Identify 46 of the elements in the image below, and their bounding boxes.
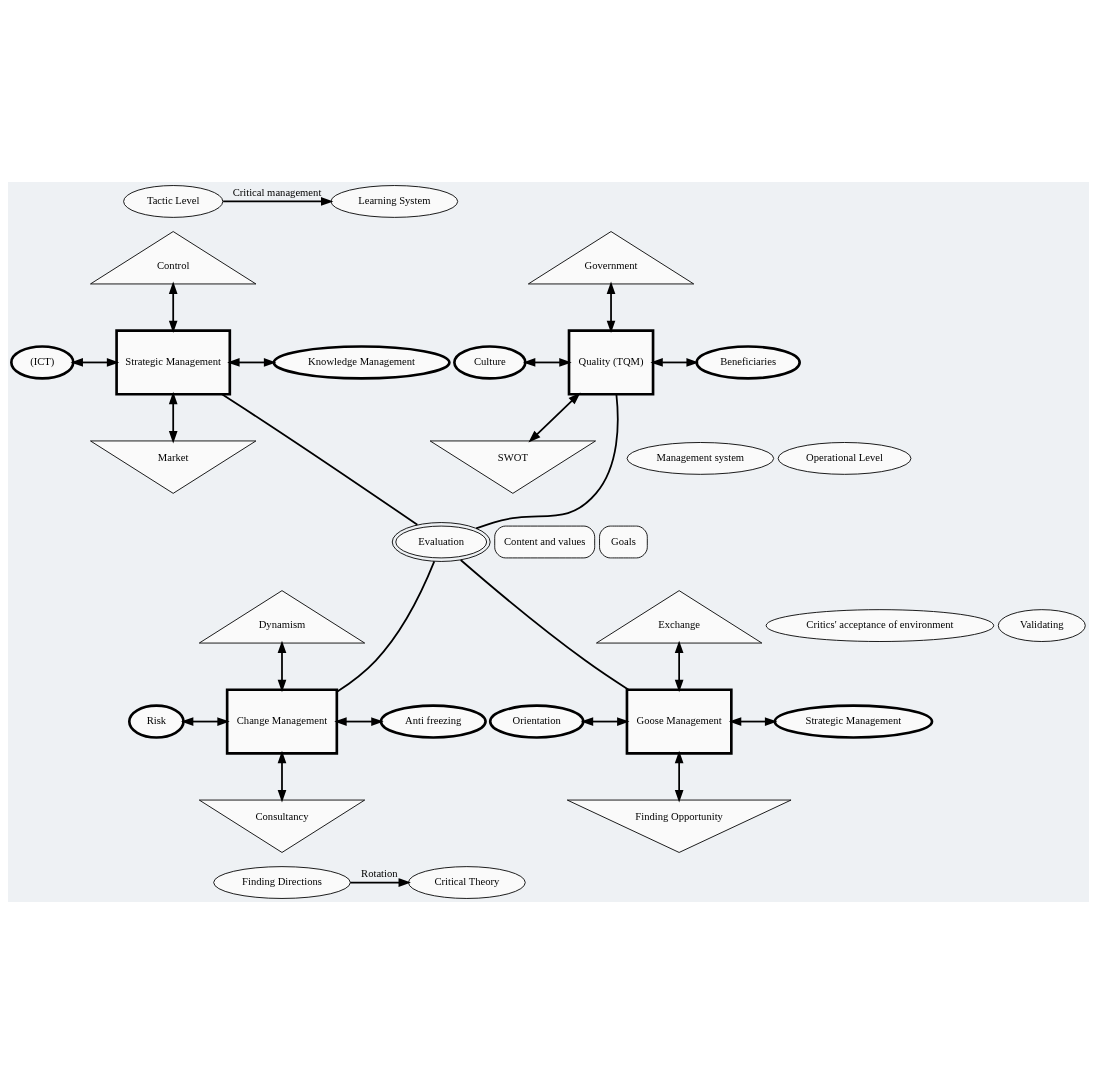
connector (221, 392, 419, 526)
arrow (674, 750, 684, 803)
node-box: Strategic Management (115, 328, 232, 396)
node-ellipse: Finding Directions (213, 865, 351, 899)
arrow (528, 392, 581, 443)
arrow (70, 357, 120, 367)
arrow (168, 281, 178, 333)
arrow (349, 877, 411, 887)
node-box: Quality (TQM) (567, 328, 655, 396)
node-ellipse: Operational Level (777, 441, 912, 475)
node-ellipse: Culture (453, 344, 527, 380)
arrow (180, 716, 230, 726)
node-ellipse: Knowledge Management (272, 344, 451, 380)
node-ellipse: Risk (127, 703, 185, 739)
arrow (277, 750, 287, 803)
node-ellipse: Critical Theory (408, 865, 526, 899)
arrow (334, 716, 384, 726)
node-ellipse: Management system (626, 441, 775, 475)
connector (475, 393, 619, 529)
node-ellipse: Anti freezing (379, 703, 487, 739)
arrow (674, 640, 684, 692)
node-box: Change Management (225, 687, 339, 755)
arrow (222, 196, 334, 206)
arrow (580, 716, 630, 726)
edge-label: Rotation (361, 867, 398, 879)
node-ellipse: Strategic Management (773, 703, 934, 739)
node-ellipse: Critics' acceptance of environment (765, 608, 995, 642)
node-box: Goals (599, 525, 648, 558)
edge-label: Critical management (232, 186, 322, 198)
arrow (168, 391, 178, 443)
node-ellipse: Beneficiaries (695, 344, 801, 380)
arrow (227, 357, 277, 367)
node-box: Content and values (494, 525, 596, 558)
node-ellipse: Learning System (330, 184, 459, 218)
arrow (522, 357, 572, 367)
node-ellipse: Tactic Level (123, 184, 224, 218)
arrow (650, 357, 699, 367)
arrow (277, 640, 287, 692)
connector (459, 558, 630, 691)
node-ellipse: (ICT) (10, 344, 75, 380)
connector (336, 560, 436, 693)
node-ellipse: Validating (997, 608, 1086, 642)
node-box: Goose Management (625, 687, 733, 755)
arrow (728, 716, 778, 726)
arrow (606, 281, 616, 333)
node-ellipse: Orientation (488, 703, 585, 739)
